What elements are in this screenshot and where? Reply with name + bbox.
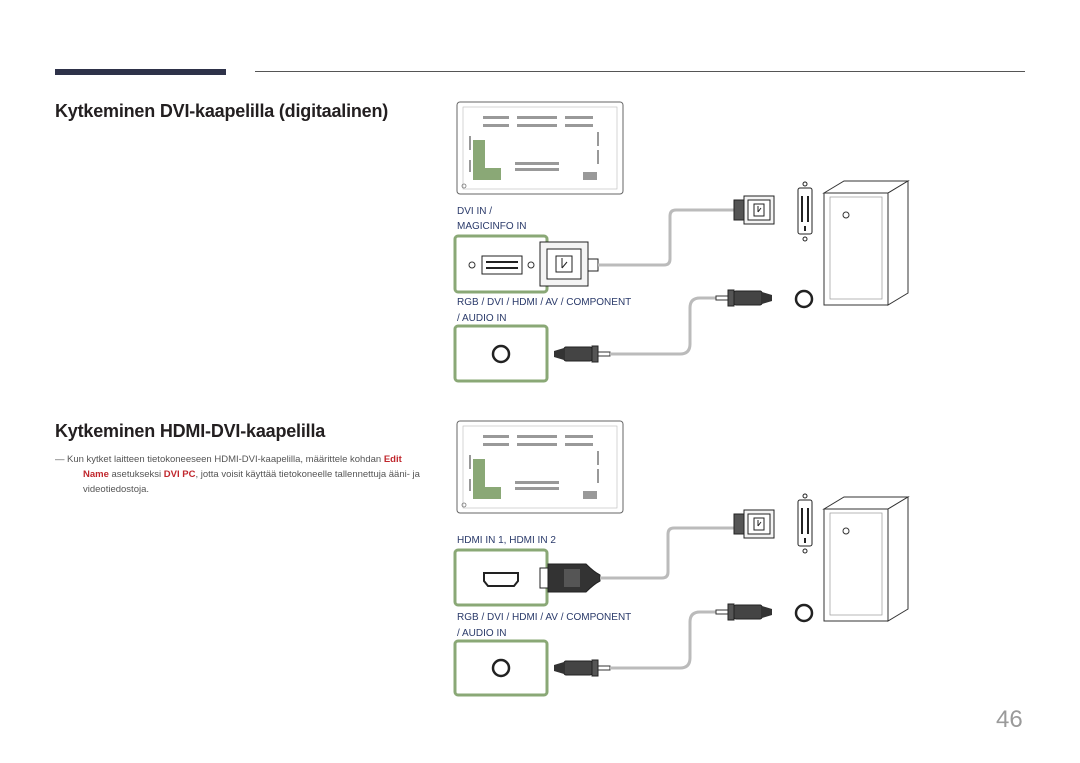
pc-dvi-socket-1 (797, 181, 813, 242)
audio-jack-pc-2 (715, 603, 773, 621)
dvi-in-label-line2: MAGICINFO IN (457, 221, 526, 232)
audio-jack-monitor-2 (553, 659, 611, 677)
dvi-cable-plug-pc-1 (733, 195, 775, 225)
header-accent-bar (55, 69, 226, 75)
audio-in-port-2 (453, 639, 549, 697)
note-paragraph: ― Kun kytket laitteen tietokoneeseen HDM… (55, 452, 427, 497)
note-edit-name: Edit Name (83, 454, 402, 480)
note-text-3: , jotta voisit käyttää tietokoneelle tal… (83, 469, 420, 495)
pc-tower-1 (823, 180, 909, 306)
dvi-cable-1 (598, 208, 734, 267)
pc-tower-2 (823, 496, 909, 622)
pc-audio-socket-2 (794, 603, 814, 623)
audio-cable-2 (610, 610, 716, 670)
hdmi-in-label: HDMI IN 1, HDMI IN 2 (457, 535, 556, 546)
section-title-dvi: Kytkeminen DVI-kaapelilla (digitaalinen) (55, 101, 389, 121)
dvi-in-port-1 (453, 234, 549, 294)
dvi-in-label-line1: DVI IN / (457, 206, 492, 217)
note-dash: ― (55, 454, 65, 465)
audio-in-label-1-line1: RGB / DVI / HDMI / AV / COMPONENT (457, 297, 631, 308)
audio-cable-1 (610, 296, 716, 356)
audio-in-label-1-line2: / AUDIO IN (457, 313, 506, 324)
monitor-back-panel-1 (456, 101, 624, 195)
dvi-cable-plug-pc-2 (733, 509, 775, 539)
audio-jack-pc-1 (715, 289, 773, 307)
pc-audio-socket-1 (794, 289, 814, 309)
audio-in-port-1 (453, 324, 549, 383)
audio-jack-monitor-1 (553, 345, 611, 363)
note-dvi-pc: DVI PC (163, 469, 196, 480)
hdmi-dvi-cable (600, 526, 734, 580)
hdmi-in-port (453, 548, 549, 607)
page-number: 46 (996, 706, 1023, 733)
header-rule (255, 71, 1025, 72)
hdmi-cable-plug (539, 563, 601, 593)
monitor-back-panel-2 (456, 420, 624, 514)
note-text-1: Kun kytket laitteen tietokoneeseen HDMI-… (67, 454, 384, 465)
audio-in-label-2-line1: RGB / DVI / HDMI / AV / COMPONENT (457, 612, 631, 623)
audio-in-label-2-line2: / AUDIO IN (457, 628, 506, 639)
section-title-hdmi-dvi: Kytkeminen HDMI-DVI-kaapelilla (55, 421, 326, 441)
dvi-cable-plug-1 (539, 241, 599, 287)
note-text-2: asetukseksi (108, 469, 164, 480)
pc-dvi-socket-2 (797, 493, 813, 554)
